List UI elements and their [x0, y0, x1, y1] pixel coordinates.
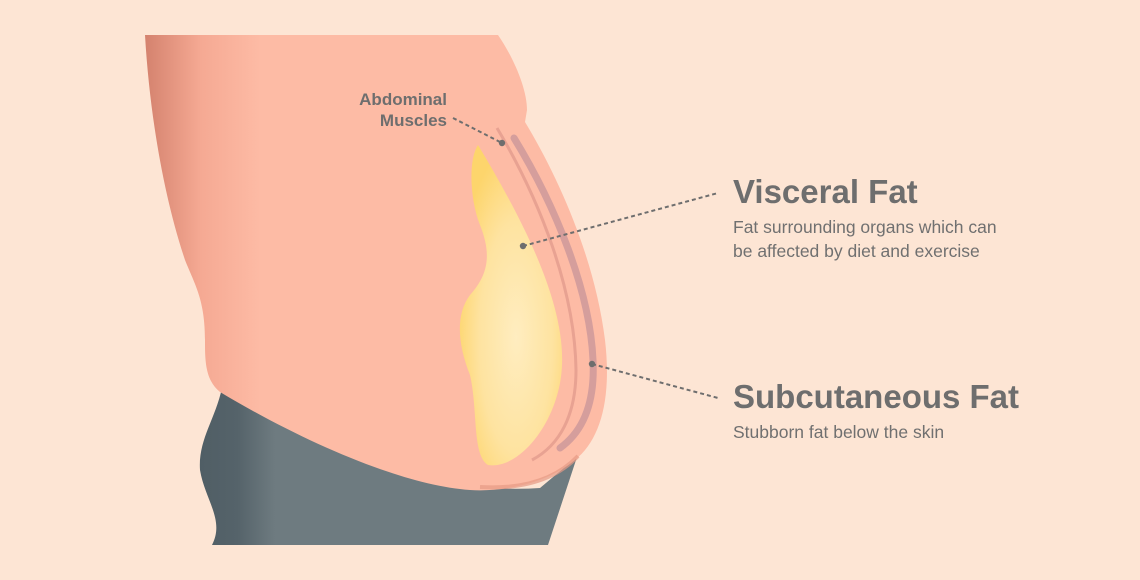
visceral-fat-description: Fat surrounding organs which can be affe… [733, 215, 997, 263]
abdominal-muscle-band [510, 134, 597, 452]
subcutaneous-fat-title: Subcutaneous Fat [733, 378, 1020, 415]
belly-underside-shadow [479, 454, 580, 490]
visceral-fat-shape [459, 145, 563, 466]
description-line: be affected by diet and exercise [733, 241, 980, 261]
callout-visceral-fat [519, 192, 719, 250]
description-line: Fat surrounding organs which can [733, 217, 997, 237]
visceral-fat-block: Visceral Fat Fat surrounding organs whic… [733, 173, 997, 263]
label-line: Muscles [379, 111, 447, 130]
visceral-fat-title: Visceral Fat [733, 173, 918, 210]
callout-abdominal-muscles [452, 117, 506, 147]
subcutaneous-fat-block: Subcutaneous Fat Stubborn fat below the … [733, 378, 1019, 444]
abdominal-muscle-inner [495, 127, 578, 462]
callout-subcutaneous-fat [588, 360, 719, 399]
subcutaneous-fat-description: Stubborn fat below the skin [733, 420, 1019, 444]
abdominal-muscles-label: Abdominal Muscles [300, 89, 447, 131]
label-line: Abdominal [359, 90, 447, 109]
description-line: Stubborn fat below the skin [733, 422, 945, 442]
